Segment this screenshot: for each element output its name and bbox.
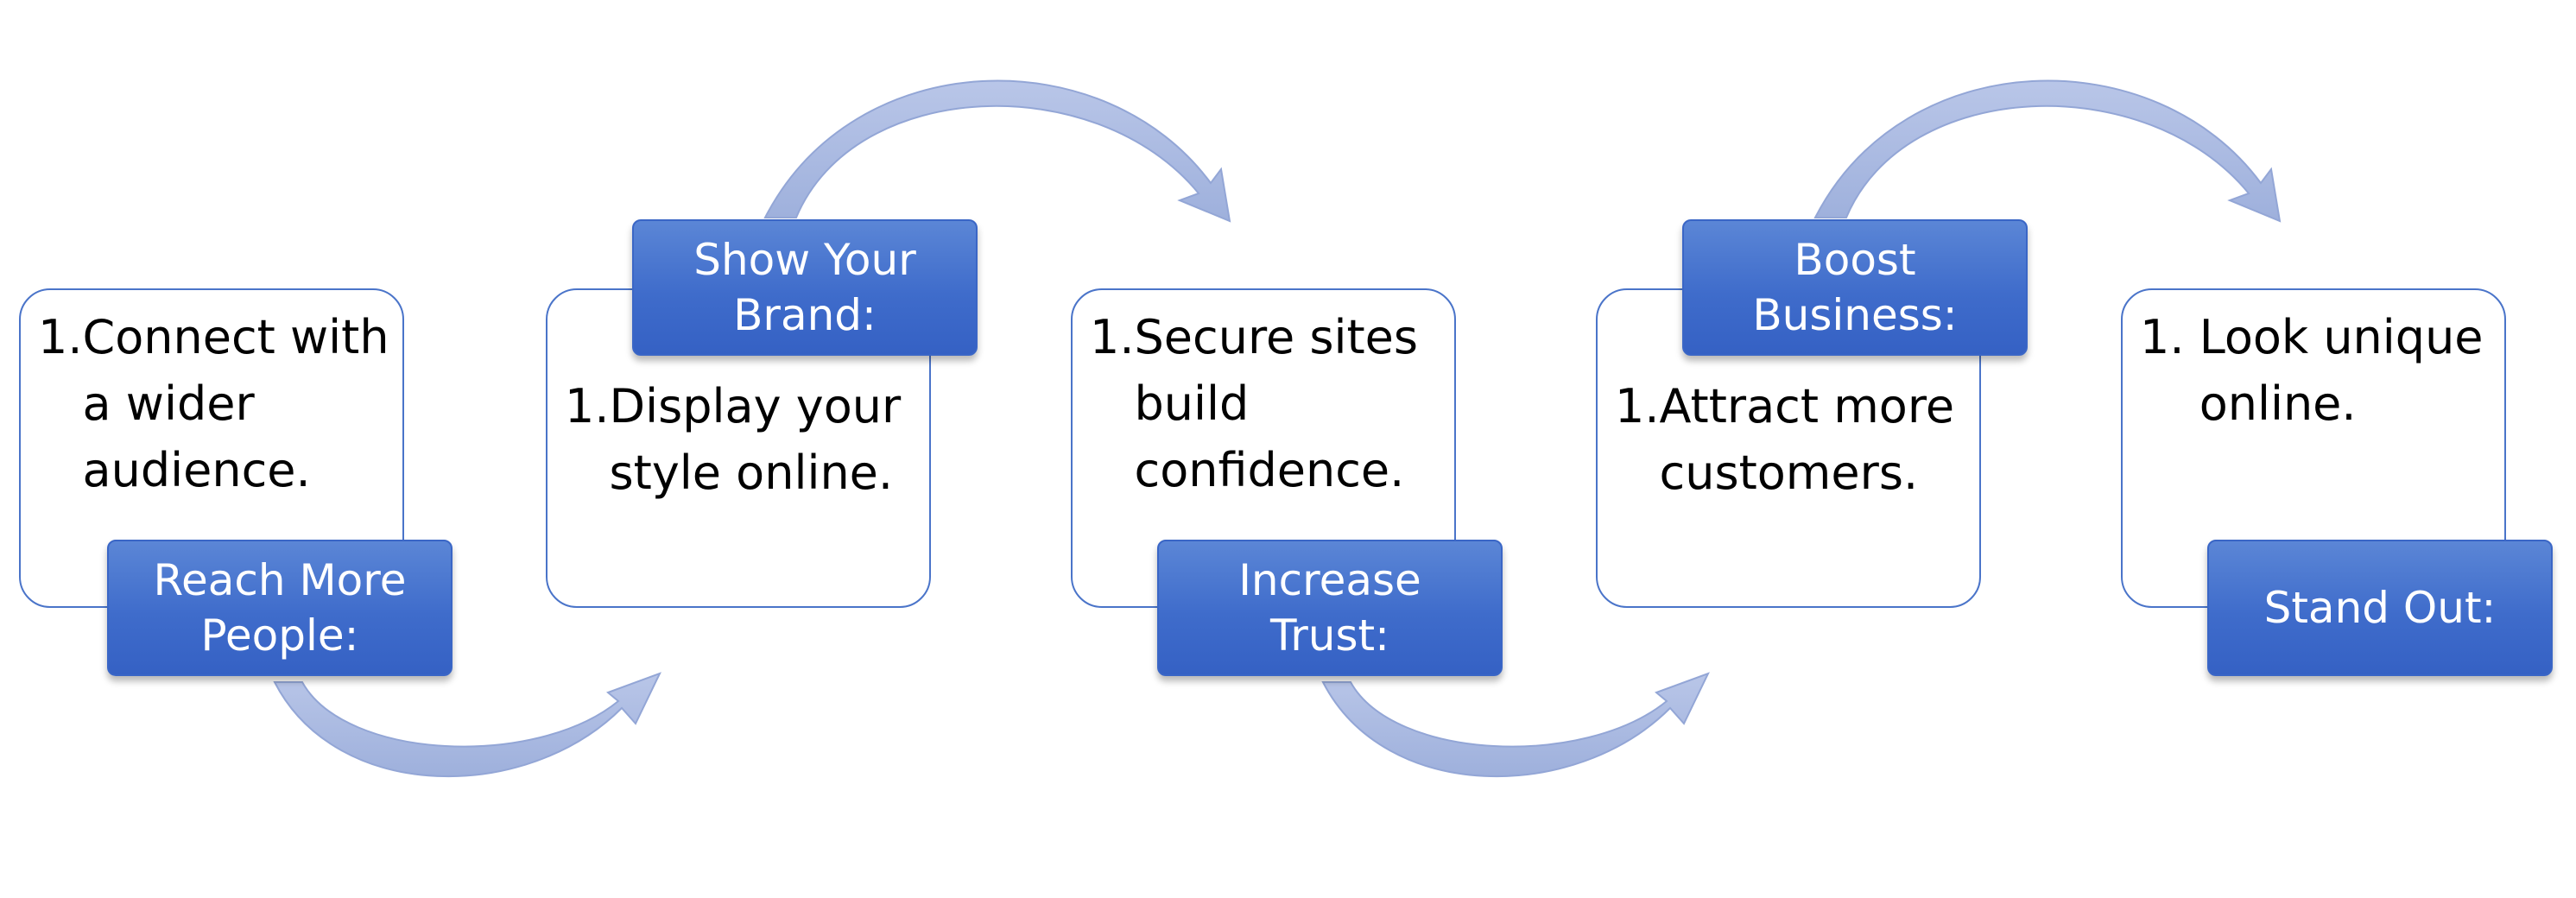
step-2-list: 1. Display your style online.: [565, 373, 917, 506]
step-3-list: 1. Secure sites build confidence.: [1090, 304, 1442, 503]
step-label-1-text: Reach More People:: [153, 555, 407, 661]
list-item-number: 1.: [38, 310, 83, 364]
list-item: 1. Connect with a wider audience.: [38, 304, 390, 503]
step-1-list: 1. Connect with a wider audience.: [38, 304, 390, 503]
list-item: 1. Look unique online.: [2140, 304, 2492, 437]
step-4-list: 1. Attract more customers.: [1615, 373, 1967, 506]
list-item-text: Connect with a wider audience.: [82, 310, 389, 497]
step-5-list: 1. Look unique online.: [2140, 304, 2492, 437]
step-label-2-text: Show Your Brand:: [693, 235, 916, 340]
connector-arrow-4-to-5: [1813, 79, 2282, 223]
list-item-text: Secure sites build confidence.: [1134, 310, 1419, 497]
list-item-number: 1.: [565, 379, 610, 433]
step-label-4: Boost Business:: [1682, 219, 2028, 356]
connector-arrow-3-to-4: [1321, 672, 1710, 778]
connector-arrow-1-to-2: [273, 672, 661, 778]
step-label-3: Increase Trust:: [1157, 540, 1503, 676]
list-item-number: 1.: [1090, 310, 1135, 364]
step-label-2: Show Your Brand:: [632, 219, 978, 356]
step-label-3-text: Increase Trust:: [1238, 555, 1421, 661]
step-label-5-text: Stand Out:: [2263, 583, 2497, 633]
list-item-text: Attract more customers.: [1659, 379, 1955, 500]
list-item: 1. Display your style online.: [565, 373, 917, 506]
list-item-text: Display your style online.: [609, 379, 902, 500]
list-item-text: Look unique online.: [2199, 310, 2484, 431]
list-item-number: 1.: [2140, 310, 2199, 364]
connector-arrow-2-to-3: [763, 79, 1231, 223]
list-item: 1. Attract more customers.: [1615, 373, 1967, 506]
step-label-5: Stand Out:: [2207, 540, 2553, 676]
step-label-1: Reach More People:: [107, 540, 453, 676]
step-label-4-text: Boost Business:: [1752, 235, 1958, 340]
list-item: 1. Secure sites build confidence.: [1090, 304, 1442, 503]
list-item-number: 1.: [1615, 379, 1660, 433]
